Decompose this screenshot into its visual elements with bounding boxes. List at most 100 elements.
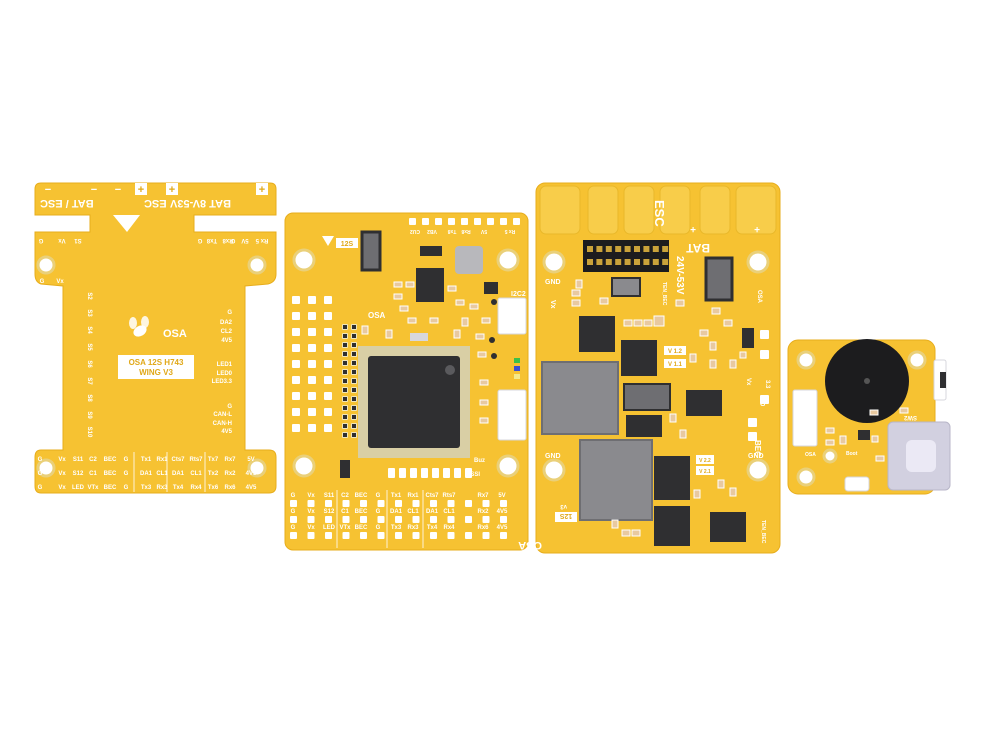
silk-label: CL1 xyxy=(190,471,202,477)
fc-label-i2c2: I2C2 xyxy=(511,291,526,298)
silk-label: Rx1 xyxy=(156,457,168,463)
smd-component xyxy=(479,417,489,424)
solder-pad xyxy=(307,500,315,507)
smd-component xyxy=(699,329,709,337)
silk-label: 4V5 xyxy=(246,485,257,491)
pin xyxy=(352,361,356,365)
solder-pad xyxy=(308,424,316,432)
smd-component xyxy=(479,399,489,406)
buzzer-hole xyxy=(864,378,870,384)
silk-label: G xyxy=(124,457,129,463)
solder-pad xyxy=(432,468,439,478)
smd-component xyxy=(599,297,609,305)
smd-component xyxy=(729,359,737,369)
pdb-label-v21: V 2.1 xyxy=(699,469,711,475)
silk-label: Tx1 xyxy=(141,457,152,463)
pin xyxy=(662,259,669,265)
solder-pad xyxy=(412,532,420,539)
fc-label-buz: Buz xyxy=(474,458,485,464)
solder-pad xyxy=(292,296,300,304)
solder-pad xyxy=(324,376,332,384)
silk-label: Tx8 xyxy=(206,237,217,243)
pdb-label-bec: BEC xyxy=(753,440,762,457)
side-switch-lever[interactable] xyxy=(940,372,946,388)
pin xyxy=(615,259,622,265)
silk-label: G xyxy=(291,525,296,531)
silk-label: Rx7 xyxy=(224,457,236,463)
silk-label: S7 xyxy=(86,377,92,385)
wing-pcb-outline xyxy=(34,182,277,494)
pin xyxy=(352,433,356,437)
plus-icon: + xyxy=(259,184,265,196)
solder-pad xyxy=(748,432,757,441)
small-ic xyxy=(858,430,870,440)
silk-label: Vx xyxy=(58,485,66,491)
smd-component xyxy=(643,319,653,327)
pdb-mosfet xyxy=(579,439,653,521)
pin xyxy=(596,259,603,265)
pdb-label-gnd-3: GND xyxy=(748,453,764,460)
pin xyxy=(352,370,356,374)
silk-label: G xyxy=(227,310,232,316)
mounting-hole xyxy=(907,350,927,370)
pin xyxy=(662,246,669,252)
silk-label: 4V5 xyxy=(497,525,508,531)
small-ic xyxy=(340,460,350,478)
silk-label: S9 xyxy=(86,411,92,419)
smd-component xyxy=(739,351,747,359)
silk-label: C1 xyxy=(89,471,97,477)
boot-button[interactable] xyxy=(844,476,870,492)
pdb-label-12s: 12S xyxy=(559,512,572,519)
silk-label: Rx6 xyxy=(224,485,236,491)
silk-label: Tx4 xyxy=(173,485,184,491)
inductor-large xyxy=(455,246,483,274)
silk-label: Rts7 xyxy=(189,457,203,463)
solder-pad xyxy=(292,408,300,416)
pin xyxy=(343,325,347,329)
solder-pad xyxy=(430,516,437,523)
silk-label: Rx1 xyxy=(407,493,419,499)
pdb-v22-box xyxy=(696,455,714,464)
silk-label: 4V5 xyxy=(221,338,232,344)
solder-pad xyxy=(474,218,481,225)
silk-label: S10 xyxy=(86,427,92,438)
smd-component xyxy=(479,379,489,386)
solder-pad xyxy=(447,532,455,539)
silk-label: G xyxy=(38,471,43,477)
solder-pad xyxy=(360,532,367,539)
solder-pad xyxy=(465,468,472,478)
silk-label: Cts7 xyxy=(425,493,439,499)
silk-label: 5V xyxy=(498,493,505,499)
silk-label: S12 xyxy=(73,471,84,477)
smd-component xyxy=(875,455,885,462)
smd-component xyxy=(825,439,835,446)
smd-component xyxy=(669,413,677,423)
solder-pad xyxy=(435,218,442,225)
bee-logo-icon xyxy=(129,316,149,337)
smd-component xyxy=(393,293,403,300)
usb-c-opening xyxy=(906,440,936,472)
solder-pad xyxy=(324,392,332,400)
pdb-ic xyxy=(621,340,657,376)
silk-label: DA2 xyxy=(220,320,233,326)
mounting-hole xyxy=(796,467,816,487)
solder-pad xyxy=(307,516,315,523)
pin xyxy=(343,415,347,419)
silk-label: G xyxy=(227,404,232,410)
smd-component xyxy=(679,429,687,439)
via xyxy=(491,299,497,305)
mcu-pin1-dot xyxy=(445,365,455,375)
solder-pad xyxy=(760,395,769,404)
smd-component xyxy=(709,359,717,369)
pin xyxy=(587,246,593,252)
smd-component xyxy=(709,341,717,351)
orientation-arrow-icon xyxy=(113,215,140,232)
silk-label: G xyxy=(38,457,43,463)
silk-label: Tx6 xyxy=(208,485,219,491)
solder-pad xyxy=(388,468,395,478)
solder-pad xyxy=(399,468,406,478)
minus-icon: − xyxy=(91,184,97,196)
smd-component xyxy=(611,519,619,529)
